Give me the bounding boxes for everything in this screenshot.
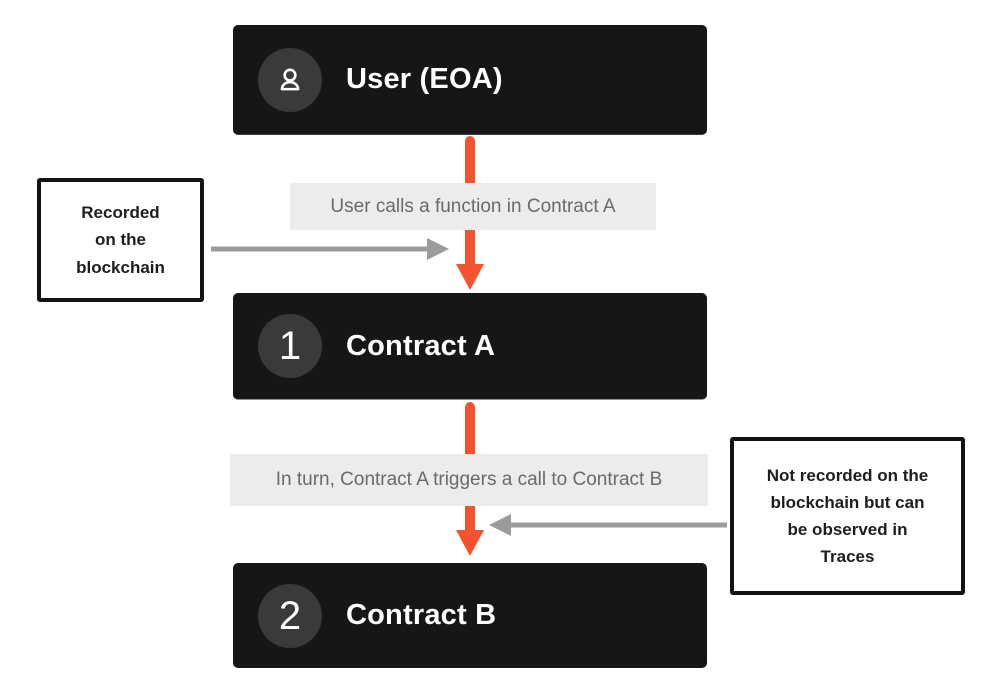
callout-line: blockchain — [76, 257, 165, 277]
contract-b-title: Contract B — [346, 599, 497, 631]
contract-a-title: Contract A — [346, 329, 496, 362]
person-icon — [280, 68, 300, 90]
contract-b-node: 2 Contract B — [233, 563, 707, 668]
user-avatar-circle — [258, 47, 322, 112]
recorded-callout: Recorded on the blockchain — [37, 178, 204, 302]
step-number: 2 — [278, 593, 302, 638]
user-eoa-node: User (EOA) — [233, 25, 707, 135]
not-recorded-callout: Not recorded on the blockchain but can b… — [730, 437, 965, 595]
arrow-recorded-annotation — [211, 238, 449, 260]
callout-line: blockchain but can — [770, 492, 925, 512]
arrow-not-recorded-annotation — [489, 514, 727, 536]
step-2-circle: 2 — [258, 583, 322, 648]
step-number: 1 — [278, 324, 302, 368]
callout-line: Recorded — [81, 203, 160, 223]
user-node-title: User (EOA) — [346, 63, 503, 95]
flow-label-call-2: In turn, Contract A triggers a call to C… — [230, 454, 708, 506]
step-1-circle: 1 — [258, 314, 322, 378]
callout-line: on the — [95, 230, 146, 250]
callout-line: be observed in — [787, 520, 908, 539]
contract-a-node: 1 Contract A — [233, 293, 707, 400]
callout-line: Not recorded on the — [766, 465, 929, 485]
callout-line: Traces — [820, 547, 875, 567]
flow-label-call-1: User calls a function in Contract A — [290, 183, 656, 230]
